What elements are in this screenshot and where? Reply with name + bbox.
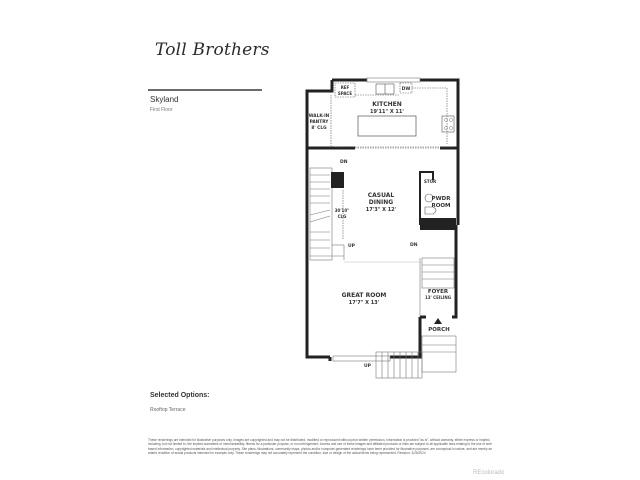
dw-label: DW	[402, 86, 411, 92]
up-left-label: UP	[348, 243, 356, 249]
brand-logo: Toll Brothers	[155, 40, 270, 60]
great-room-label: GREAT ROOM	[342, 292, 387, 299]
pantry-clg: 8' CLG	[311, 125, 327, 131]
pantry-label: WALK-IN	[309, 113, 330, 119]
header-divider	[148, 89, 262, 91]
dining-label: CASUAL	[368, 192, 395, 199]
dn-top-label: DN	[340, 159, 348, 165]
great-room-dims: 17'7" X 13'	[349, 300, 380, 306]
kitchen-dims: 19'11" X 11'	[370, 109, 404, 115]
floor-name: First Floor	[150, 107, 173, 113]
dining-dims: 17'3" X 12'	[366, 207, 397, 213]
ref-space-label: REF	[341, 85, 350, 90]
kitchen-label: KITCHEN	[372, 101, 402, 108]
dn-right-label: DN	[410, 242, 418, 248]
pantry-label-2: PANTRY	[310, 119, 330, 125]
pwdr-label: PWDR	[432, 196, 452, 202]
ref-space-label-2: SPACE	[338, 91, 352, 96]
porch-label: PORCH	[428, 327, 450, 333]
closet-clg-2: CLG	[338, 214, 347, 219]
watermark: REcolorado	[473, 470, 505, 476]
selected-options-title: Selected Options:	[150, 392, 210, 399]
stor-label: STOR	[424, 179, 436, 184]
model-name: Skyland	[150, 95, 179, 104]
dining-label-2: DINING	[369, 199, 393, 206]
up-bottom-label: UP	[364, 363, 372, 369]
option-item: Rooftop Terrace	[150, 407, 186, 413]
foyer-ceiling: 13' CEILING	[425, 295, 451, 300]
disclaimer-text: These renderings are intended for illust…	[148, 438, 493, 455]
closet-clg: 30'10"	[335, 208, 349, 213]
foyer-label: FOYER	[428, 289, 449, 295]
pwdr-label-2: ROOM	[431, 203, 450, 209]
